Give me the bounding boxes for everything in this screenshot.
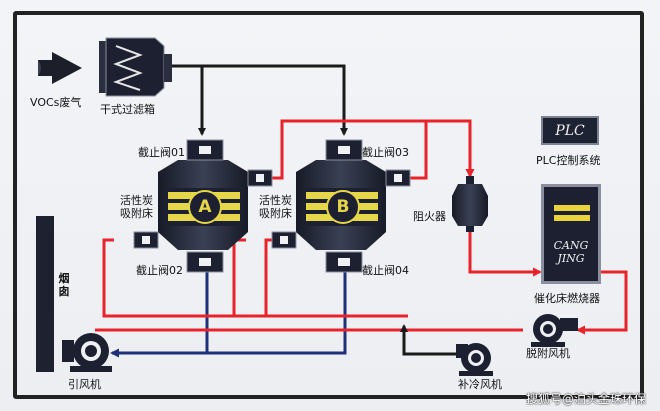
desorption-fan-icon (531, 314, 578, 347)
bed-b-label: 活性炭 吸附床 (259, 194, 292, 220)
catalytic-burner: CANG JING (541, 184, 601, 284)
bed-a-label: 活性炭 吸附床 (120, 194, 153, 220)
plc-system-label: PLC控制系统 (536, 154, 601, 167)
dry-filter-icon (99, 37, 172, 97)
adsorber-b (296, 160, 386, 250)
valve-03-icon (325, 139, 363, 161)
valve-01-label: 截止阀01 (138, 146, 185, 159)
flame-arrester-icon (452, 176, 488, 232)
valve-02-label: 截止阀02 (136, 264, 183, 277)
valve-04-label: 截止阀04 (362, 264, 409, 277)
watermark: 搜狐号@泊头金珠环保 (525, 392, 646, 406)
valve-01-icon (186, 139, 224, 161)
flame-arrester-label: 阻火器 (413, 210, 446, 223)
valve-02-icon (186, 251, 224, 273)
dry-filter-label: 干式过滤箱 (100, 103, 155, 116)
side-valve-icon (133, 169, 411, 249)
hot-lines (95, 119, 628, 335)
intake-arrow-icon (38, 52, 82, 84)
cooling-fan-icon (456, 343, 493, 376)
plc-panel: PLC (541, 116, 599, 145)
valve-03-label: 截止阀03 (362, 146, 409, 159)
adsorber-a-letter: A (198, 197, 212, 217)
burner-indicator-bars (554, 205, 590, 225)
plc-panel-label: PLC (555, 122, 585, 139)
burner-brand: CANG JING (553, 239, 589, 265)
adsorber-a (158, 160, 248, 250)
clean-lines (110, 272, 347, 358)
chimney-label: 烟囱 (58, 272, 70, 298)
induced-fan-icon (62, 333, 112, 372)
cooling-line (400, 324, 456, 356)
desorption-fan-label: 脱附风机 (526, 347, 570, 360)
burner-label: 催化床燃烧器 (534, 292, 600, 305)
adsorber-b-letter: B (336, 197, 350, 217)
vocs-label: VOCs废气 (30, 96, 82, 109)
induced-fan-label: 引风机 (68, 378, 101, 391)
exhaust-lines (172, 64, 348, 136)
valve-04-icon (325, 251, 363, 273)
diagram-frame (13, 11, 644, 399)
chimney-stack (36, 216, 54, 372)
cooling-fan-label: 补冷风机 (458, 378, 502, 391)
